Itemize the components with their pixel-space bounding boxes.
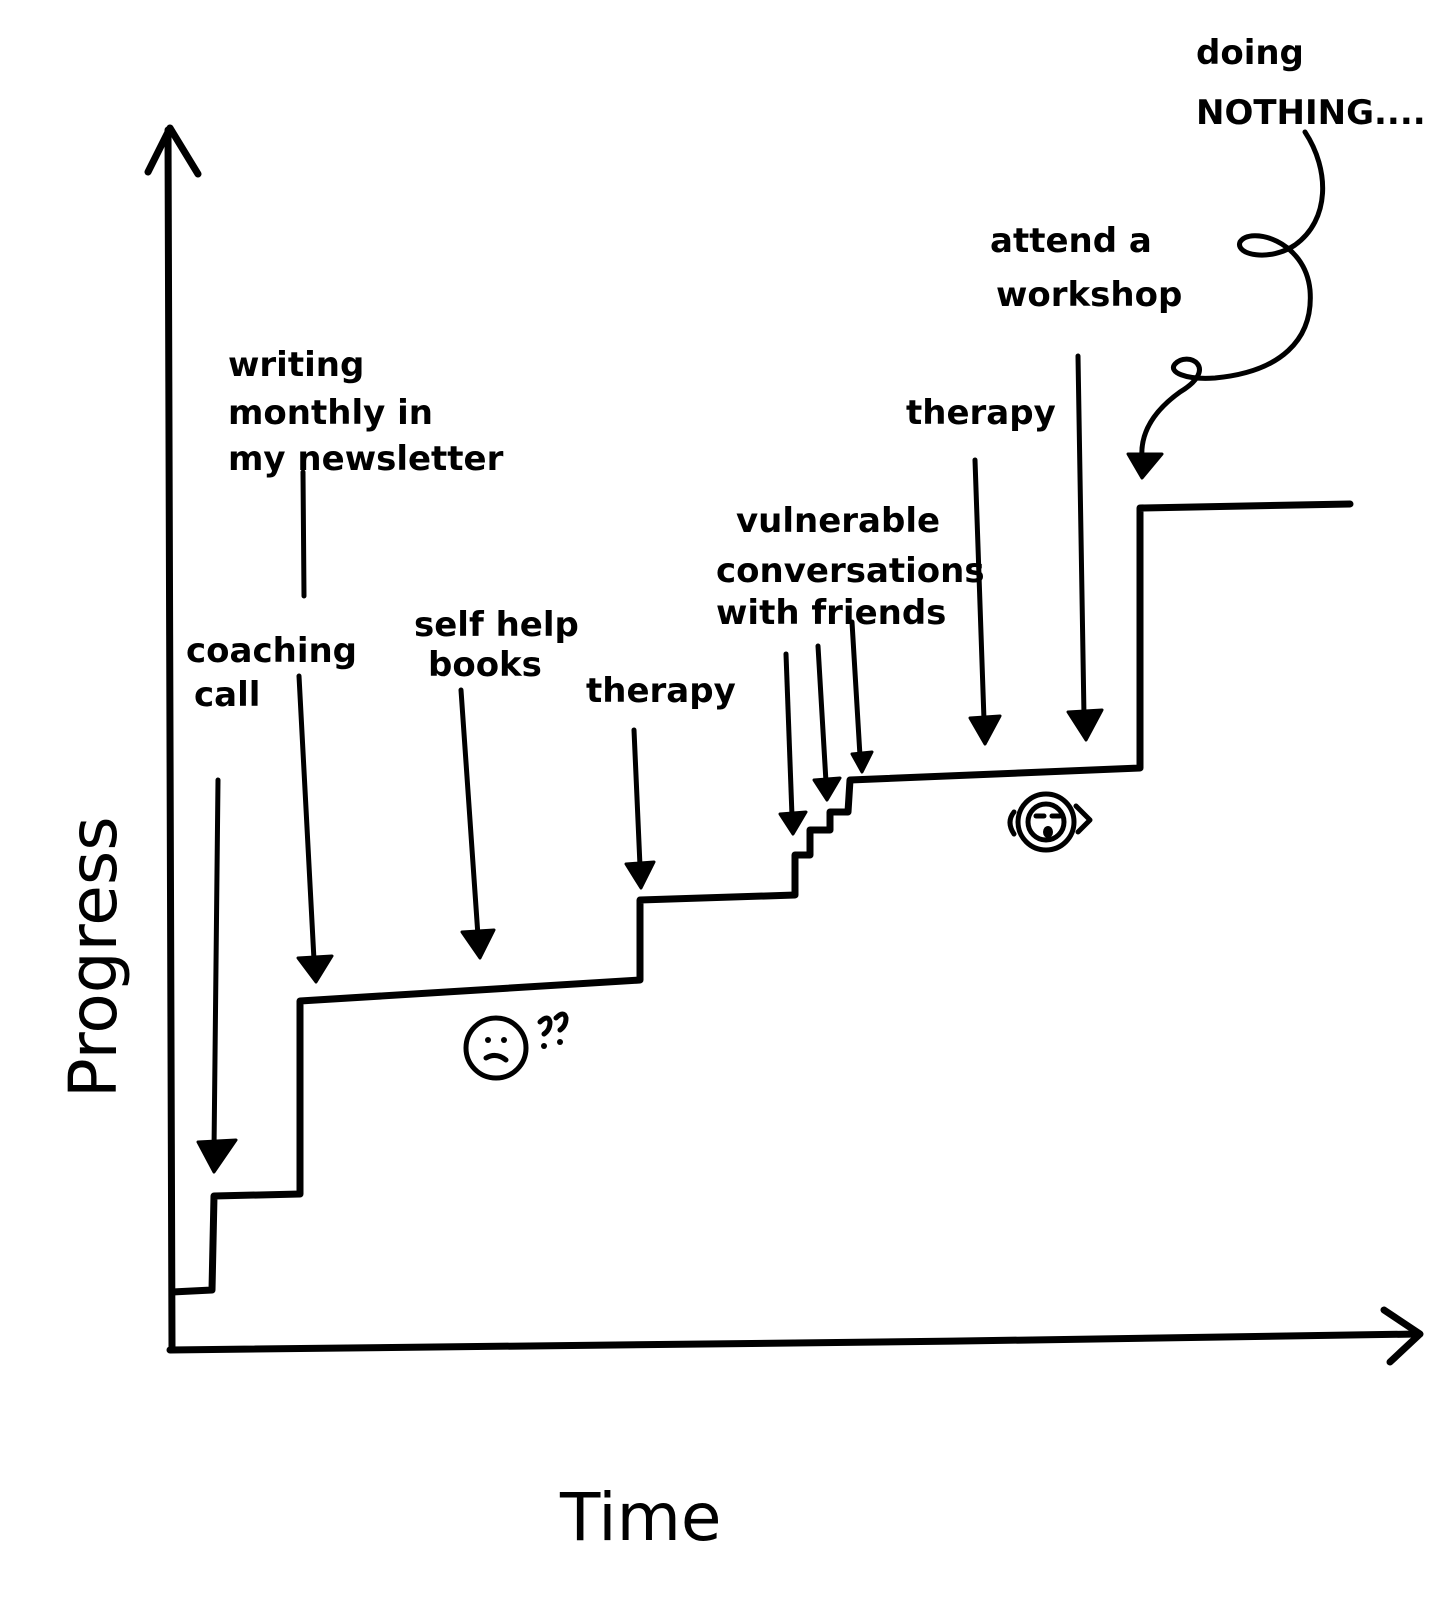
arrow-doing-nothing [1126, 129, 1326, 480]
arrow-writing-newsletter [296, 469, 334, 984]
annotation-therapy-1: therapy [586, 671, 736, 711]
arrow-attend-workshop [1066, 353, 1104, 742]
annotation-line: books [428, 645, 542, 685]
annotation-line: monthly in [228, 393, 433, 433]
annotation-line: attend a [990, 221, 1152, 261]
annotation-writing-newsletter: writing monthly in my newsletter [228, 345, 504, 479]
x-axis [166, 1306, 1424, 1366]
annotation-coaching-call: coaching call [186, 631, 357, 715]
x-axis-label: Time [559, 1479, 722, 1556]
y-axis [144, 124, 202, 1352]
annotation-line: therapy [586, 671, 736, 711]
annotation-line: coaching [186, 631, 357, 671]
annotation-line: NOTHING.... [1196, 93, 1426, 133]
arrow-vulnerable-2 [812, 643, 842, 802]
arrow-therapy-1 [624, 727, 656, 890]
annotation-vulnerable-conversations: vulnerable conversations with friends [716, 501, 985, 633]
progress-step-line [168, 500, 1354, 1296]
annotation-line: vulnerable [736, 501, 940, 541]
annotation-line: conversations [716, 551, 985, 591]
annotation-line: writing [228, 345, 364, 385]
annotation-line: doing [1196, 33, 1304, 73]
arrow-vulnerable-1 [778, 651, 808, 836]
arrow-vulnerable-3 [849, 619, 874, 774]
confused-face-icon [463, 1011, 569, 1081]
annotation-self-help-books: self help books [414, 605, 579, 685]
annotation-line: with friends [716, 593, 946, 633]
arrow-self-help-books [458, 687, 496, 960]
annotation-therapy-2: therapy [906, 393, 1056, 433]
sad-face-icon [1007, 791, 1093, 853]
annotation-line: self help [414, 605, 579, 645]
annotation-line: my newsletter [228, 439, 504, 479]
annotation-line: workshop [996, 275, 1182, 315]
y-axis-label: Progress [55, 816, 132, 1098]
arrow-therapy-2 [968, 457, 1002, 746]
annotation-line: call [194, 675, 260, 715]
arrow-coaching-call [196, 777, 238, 1174]
annotation-line: therapy [906, 393, 1056, 433]
annotation-attend-workshop: attend a workshop [990, 221, 1182, 315]
annotation-doing-nothing: doing NOTHING.... [1196, 33, 1426, 133]
